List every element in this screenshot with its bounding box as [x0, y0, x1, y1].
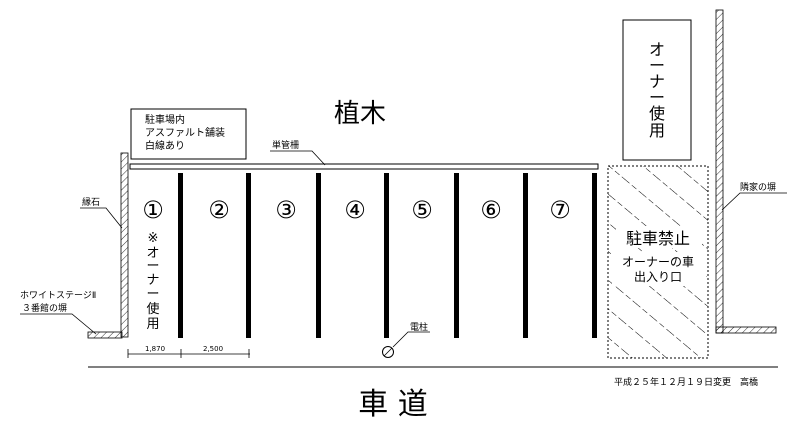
svg-text:用: 用: [649, 121, 665, 140]
curb-leader: [80, 207, 123, 229]
svg-text:アスファルト舗装: アスファルト舗装: [145, 126, 225, 139]
owner-use-top-text: オ ー ナ ー 使 用: [649, 40, 665, 140]
note-text: 駐車場内 アスファルト舗装 白線あり: [145, 113, 225, 152]
divider-line: [246, 173, 251, 338]
divider-line: [384, 173, 389, 338]
roadway-label: 車 道: [358, 387, 428, 422]
entrance-label: 出入り口: [634, 270, 682, 284]
svg-text:使: 使: [146, 301, 159, 317]
utility-pole-label: 電柱: [410, 321, 428, 333]
revision-note: 平成２５年１２月１９日変更 高橋: [614, 376, 758, 388]
no-parking-label: 駐車禁止: [626, 229, 690, 248]
space-number: ④: [344, 196, 366, 224]
svg-text:駐車場内: 駐車場内: [145, 113, 185, 126]
neighbor-wall-leader: [721, 192, 787, 211]
tube-fence-label: 単管柵: [272, 139, 299, 151]
space-number: ⑦: [549, 196, 571, 224]
neighbor-wall-base: [715, 326, 777, 334]
divider-line: [178, 173, 183, 338]
svg-text:ナ: ナ: [649, 72, 665, 91]
space-number: ⑥: [480, 196, 502, 224]
svg-text:※: ※: [148, 231, 159, 246]
curb-wall: [120, 152, 129, 338]
svg-text:使: 使: [649, 104, 665, 123]
white-stage-label-1: ホワイトステージⅡ: [20, 290, 96, 301]
space-number: ⑤: [411, 196, 433, 224]
dimension-2: 2,500: [203, 345, 223, 353]
svg-text:白線あり: 白線あり: [145, 139, 185, 152]
svg-text:オ: オ: [146, 246, 159, 261]
svg-text:ー: ー: [649, 88, 665, 107]
dimension-1: 1,870: [145, 345, 165, 353]
owner-entrance-label-bg: [612, 252, 706, 286]
parking-dividers: [178, 173, 597, 338]
tube-fence-leader: [270, 150, 326, 166]
space-numbers: ① ② ③ ④ ⑤ ⑥ ⑦: [142, 196, 571, 224]
svg-text:ー: ー: [146, 259, 159, 274]
svg-text:ー: ー: [649, 56, 665, 75]
neighbor-wall-label: 隣家の塀: [740, 181, 776, 193]
svg-text:ナ: ナ: [146, 273, 159, 288]
white-stage-label-2: ３番館の塀: [22, 302, 67, 314]
white-stage-leader: [20, 313, 97, 335]
no-parking-label-bg: [616, 226, 702, 248]
divider-line: [523, 173, 528, 338]
space-number: ③: [275, 196, 297, 224]
owner-use-box: [622, 19, 692, 161]
note-box: [130, 108, 247, 160]
tube-fence: [129, 163, 599, 170]
owner-car-label: オーナーの車: [622, 255, 694, 269]
space-number: ①: [142, 196, 164, 224]
planting-label: 植木: [334, 99, 386, 129]
svg-text:用: 用: [146, 317, 159, 332]
owner-use-side-note: ※ オ ー ナ ー 使 用: [146, 231, 159, 332]
divider-line: [316, 173, 321, 338]
white-stage-wall: [87, 331, 123, 339]
svg-text:オ: オ: [649, 40, 665, 59]
divider-line: [454, 173, 459, 338]
divider-line: [592, 173, 597, 338]
neighbor-wall: [715, 9, 724, 334]
curb-label: 縁石: [82, 196, 100, 208]
space-number: ②: [208, 196, 230, 224]
utility-pole-leader: [392, 331, 430, 348]
svg-text:ー: ー: [146, 287, 159, 302]
